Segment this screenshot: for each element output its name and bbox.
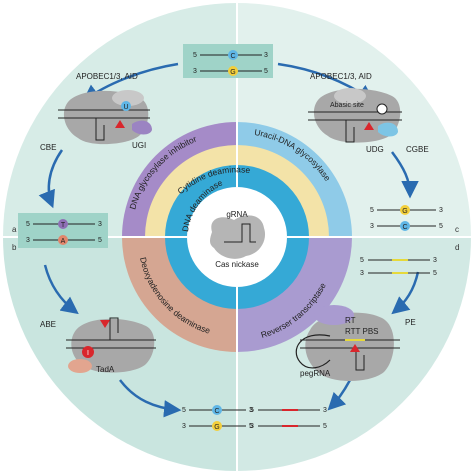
top-box-five: 5: [193, 52, 197, 59]
base-g: [228, 66, 238, 76]
cgbe-result-base-g-label: G: [402, 208, 407, 215]
cgbe-result-base-c: [400, 221, 410, 231]
pe-rt-label: RT: [345, 316, 356, 325]
pe-output: 5 3 3 5: [250, 407, 327, 430]
cgbe-result-base-g: [400, 205, 410, 215]
cbe-result-base-t-label: T: [61, 222, 66, 229]
cgbe-editor-label: CGBE: [406, 145, 429, 154]
pe-input: 5 3 3 5: [360, 257, 437, 277]
cgbe-abasic-site: [376, 103, 388, 115]
arrow-pe-to-result: [327, 379, 352, 411]
cas-nickase-shape: [210, 215, 266, 259]
arrow-b-to-abe: [43, 264, 79, 315]
pe-editor-label: PE: [405, 318, 416, 327]
pe-protein: [305, 312, 394, 381]
abe-result-three-r: 3: [249, 407, 253, 414]
cbe-ugi-label: UGI: [132, 141, 146, 150]
top-box-base-c: C: [230, 53, 235, 60]
quadrant-letter-b: b: [12, 243, 17, 252]
cbe-ugi: [132, 120, 152, 135]
pe-input-five-r: 5: [433, 270, 437, 277]
cgbe-result-five-r: 5: [439, 223, 443, 230]
cgbe-red-marker: [364, 122, 374, 130]
cbe-deaminase-blob: [112, 90, 144, 106]
quadrant-letter-c: c: [455, 225, 459, 234]
top-box-bg: [183, 44, 273, 78]
cbe-base-u: [121, 101, 131, 111]
cgbe-udg: [378, 122, 398, 137]
abe-tada-label: TadA: [96, 365, 115, 374]
abe-result-base-c-label: C: [214, 408, 219, 415]
quadrant-letter-d: d: [455, 243, 459, 252]
cbe-result-base-a: [58, 235, 68, 245]
cbe-base-label: U: [123, 104, 128, 111]
cbe-result-three: 3: [26, 237, 30, 244]
pe-input-three-r: 3: [433, 257, 437, 264]
cbe-result-box: 5 3 3 5 T A: [18, 213, 108, 248]
cbe-editor-label: CBE: [40, 143, 56, 152]
cbe-result-five-r: 5: [98, 237, 102, 244]
abe-result-five-r: 5: [249, 423, 253, 430]
abe-group: ABE I TadA: [40, 317, 156, 374]
base-c: [228, 50, 238, 60]
pe-red-marker: [350, 344, 360, 352]
cbe-enzyme-label: APOBEC1/3, AID: [76, 72, 138, 81]
cbe-result-base-t: [58, 219, 68, 229]
abe-result-base-g-label: G: [214, 424, 219, 431]
pe-input-three: 3: [360, 270, 364, 277]
abe-editor-label: ABE: [40, 320, 56, 329]
top-dna-box: 5 3 3 5 C G: [183, 44, 273, 78]
cbe-group: APOBEC1/3, AID U UGI CBE: [40, 72, 152, 152]
cgbe-result-three-r: 3: [439, 207, 443, 214]
arrow-cgbe-to-result: [390, 151, 419, 199]
arrow-abe-to-result: [119, 379, 182, 418]
abe-base-i: [82, 346, 94, 358]
center-cas-label: Cas nickase: [215, 260, 259, 269]
cbe-red-marker: [115, 120, 125, 128]
top-box-three-r: 3: [264, 52, 268, 59]
abe-result-base-g: [212, 421, 222, 431]
cbe-result-five: 5: [26, 221, 30, 228]
cbe-result-three-r: 3: [98, 221, 102, 228]
pe-pegrna-loop: [295, 334, 331, 369]
top-box-five-r: 5: [264, 68, 268, 75]
abe-result-three: 3: [182, 423, 186, 430]
quadrant-letter-a: a: [12, 225, 17, 234]
top-box-three: 3: [193, 68, 197, 75]
pe-input-five: 5: [360, 257, 364, 264]
pe-group: RT RTT PBS PE pegRNA: [295, 305, 416, 381]
cgbe-result-base-c-label: C: [402, 224, 407, 231]
pe-rt-blob: [314, 305, 354, 325]
cgbe-deaminase-blob: [334, 88, 366, 104]
center-grna-label: gRNA: [226, 210, 248, 219]
cgbe-result: 5 3 3 5 G C: [370, 205, 443, 231]
cgbe-group: APOBEC1/3, AID Abasic site UDG CGBE: [308, 72, 429, 154]
pe-rtt-pbs-label: RTT PBS: [345, 327, 379, 336]
arrow-cbe-to-result: [38, 149, 64, 209]
pe-output-five: 5: [250, 407, 254, 414]
abe-result-five: 5: [182, 407, 186, 414]
cgbe-abasic-label: Abasic site: [330, 102, 364, 109]
cgbe-udg-label: UDG: [366, 145, 384, 154]
pe-pegrna-label: pegRNA: [300, 369, 331, 378]
top-box-base-g: G: [230, 69, 235, 76]
cgbe-enzyme-label: APOBEC1/3, AID: [310, 72, 372, 81]
abe-result-base-c: [212, 405, 222, 415]
cgbe-result-five: 5: [370, 207, 374, 214]
abe-result: 5 3 3 5 C G: [182, 405, 253, 431]
abe-base-label: I: [87, 350, 89, 357]
abe-red-marker: [100, 320, 110, 328]
abe-tada: [68, 359, 92, 373]
cbe-result-base-a-label: A: [61, 238, 66, 245]
arrow-d-to-pe: [391, 271, 420, 315]
pe-output-three-r: 3: [323, 407, 327, 414]
pe-output-three: 3: [250, 423, 254, 430]
pe-output-five-r: 5: [323, 423, 327, 430]
grna-line: [224, 223, 256, 243]
abe-protein: [71, 318, 155, 373]
cgbe-result-three: 3: [370, 223, 374, 230]
